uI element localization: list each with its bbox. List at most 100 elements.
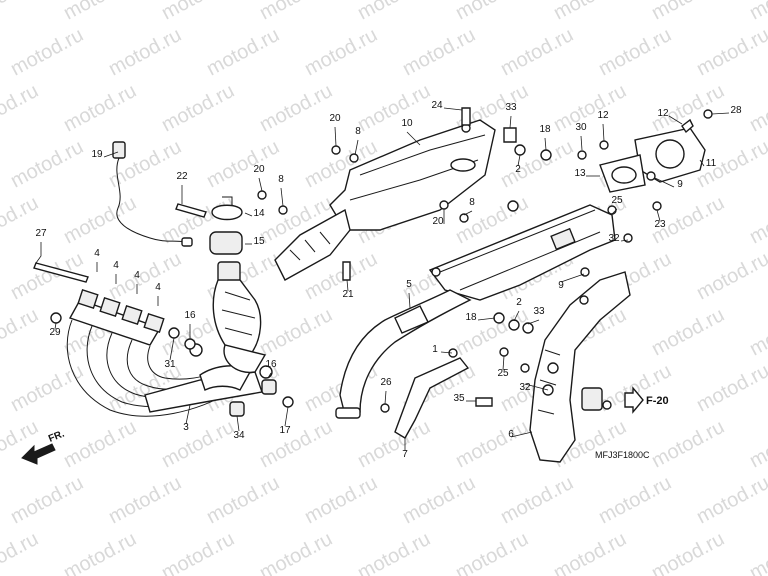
watermark-text: motod.ru xyxy=(693,136,768,192)
callout-c33b: 33 xyxy=(533,306,545,317)
watermark-text: motod.ru xyxy=(595,24,675,80)
watermark-text: motod.ru xyxy=(497,136,577,192)
nut-33a xyxy=(503,127,517,143)
watermark-text: motod.ru xyxy=(452,304,532,360)
callout-c12b: 12 xyxy=(597,110,609,121)
stud-27 xyxy=(33,262,89,283)
callout-c28: 28 xyxy=(730,105,742,116)
watermark-text: motod.ru xyxy=(203,472,283,528)
nut-34 xyxy=(229,401,245,417)
callout-c4b: 4 xyxy=(113,260,119,271)
callout-c20b: 20 xyxy=(253,164,265,175)
watermark-text: motod.ru xyxy=(256,0,336,24)
clamp-and-gasket xyxy=(33,190,294,417)
exhaust-header-pipes xyxy=(66,288,263,417)
watermark-text: motod.ru xyxy=(0,304,42,360)
callout-c25a: 25 xyxy=(611,195,623,206)
callout-c35: 35 xyxy=(453,393,465,404)
watermark-text: motod.ru xyxy=(550,528,630,576)
callout-c21: 21 xyxy=(342,289,354,300)
arrow-right-icon xyxy=(624,386,644,414)
watermark-text: motod.ru xyxy=(354,416,434,472)
callout-c31: 31 xyxy=(164,359,176,370)
callout-c6: 6 xyxy=(508,429,514,440)
bolt-21 xyxy=(342,261,351,281)
watermark-text: motod.ru xyxy=(746,192,768,248)
callout-c32a: 32 xyxy=(608,233,620,244)
watermark-text: motod.ru xyxy=(105,472,185,528)
watermark-text: motod.ru xyxy=(354,0,434,24)
watermark-text: motod.ru xyxy=(0,528,42,576)
callout-c26: 26 xyxy=(380,377,392,388)
bolt-22 xyxy=(175,203,207,218)
watermark-text: motod.ru xyxy=(7,136,87,192)
callout-c2a: 2 xyxy=(515,164,521,175)
end-cap-11 xyxy=(577,109,713,243)
watermark-text: motod.ru xyxy=(746,80,768,136)
watermark-text: motod.ru xyxy=(648,528,728,576)
callout-c4a: 4 xyxy=(94,248,100,259)
collector-neck xyxy=(217,261,241,283)
callout-c19: 19 xyxy=(91,149,103,160)
callout-c5: 5 xyxy=(406,279,412,290)
callout-c16a: 16 xyxy=(184,310,196,321)
watermark-text: motod.ru xyxy=(550,0,630,24)
callout-c4c: 4 xyxy=(134,270,140,281)
watermark-text: motod.ru xyxy=(0,192,42,248)
callout-c9b: 9 xyxy=(558,280,564,291)
band-clamp-14 xyxy=(211,204,243,221)
watermark-text: motod.ru xyxy=(354,80,434,136)
watermark-text: motod.ru xyxy=(693,24,768,80)
watermark-text: motod.ru xyxy=(497,24,577,80)
callout-c14: 14 xyxy=(253,208,265,219)
watermark-text: motod.ru xyxy=(452,528,532,576)
callout-c22: 22 xyxy=(176,171,188,182)
watermark-text: motod.ru xyxy=(7,472,87,528)
callout-c8c: 8 xyxy=(469,197,475,208)
watermark-text: motod.ru xyxy=(399,24,479,80)
callout-c20c: 20 xyxy=(432,216,444,227)
watermark-text: motod.ru xyxy=(746,0,768,24)
watermark-text: motod.ru xyxy=(60,192,140,248)
callout-c7: 7 xyxy=(402,449,408,460)
ref-page-label[interactable]: F-20 xyxy=(646,395,669,407)
watermark-text: motod.ru xyxy=(7,360,87,416)
watermark-text: motod.ru xyxy=(158,416,238,472)
sensor-connector xyxy=(112,141,126,159)
callout-c25b: 25 xyxy=(497,368,509,379)
watermark-text: motod.ru xyxy=(648,0,728,24)
callout-c34: 34 xyxy=(233,430,245,441)
collector-pipe xyxy=(189,261,273,379)
watermark-text: motod.ru xyxy=(256,528,336,576)
muffler-5 xyxy=(335,127,616,419)
callout-c15: 15 xyxy=(253,236,265,247)
callout-c27: 27 xyxy=(35,228,47,239)
watermark-text: motod.ru xyxy=(452,0,532,24)
watermark-text: motod.ru xyxy=(399,472,479,528)
front-direction-label: FR. xyxy=(47,428,66,444)
watermark-text: motod.ru xyxy=(648,416,728,472)
watermark-text: motod.ru xyxy=(203,24,283,80)
watermark-text: motod.ru xyxy=(158,0,238,24)
arrow-left-icon xyxy=(21,443,56,465)
watermark-text: motod.ru xyxy=(256,416,336,472)
watermark-text: motod.ru xyxy=(60,416,140,472)
watermark-text: motod.ru xyxy=(746,416,768,472)
heat-shield-10 xyxy=(274,107,496,281)
callout-c18a: 18 xyxy=(539,124,551,135)
watermark-text: motod.ru xyxy=(256,304,336,360)
watermark-text: motod.ru xyxy=(0,80,42,136)
watermark-text: motod.ru xyxy=(452,416,532,472)
ref-page-pointer[interactable]: F-20 xyxy=(624,386,669,414)
callout-c13: 13 xyxy=(574,168,586,179)
watermark-text: motod.ru xyxy=(301,472,381,528)
watermark-text: motod.ru xyxy=(105,248,185,304)
watermark-text: motod.ru xyxy=(60,80,140,136)
callout-c4d: 4 xyxy=(155,282,161,293)
watermark-text: motod.ru xyxy=(60,0,140,24)
callout-c32b: 32 xyxy=(519,382,531,393)
callout-c11: 11 xyxy=(706,158,717,169)
watermark-text: motod.ru xyxy=(60,528,140,576)
